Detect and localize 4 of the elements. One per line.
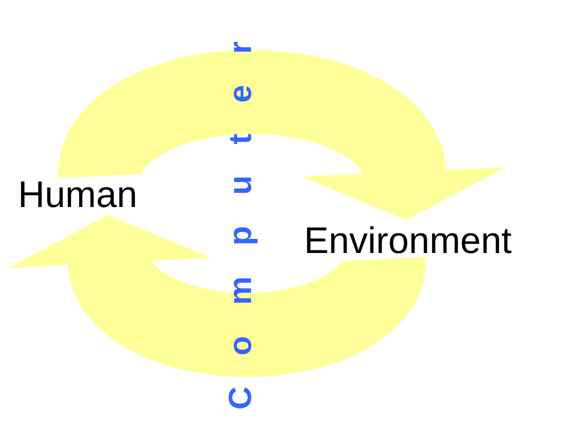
node-label: Environment [304, 222, 512, 259]
curved-arrow [58, 50, 505, 220]
rotated-label: Computer [224, 0, 256, 420]
node-label: Human [18, 176, 138, 213]
